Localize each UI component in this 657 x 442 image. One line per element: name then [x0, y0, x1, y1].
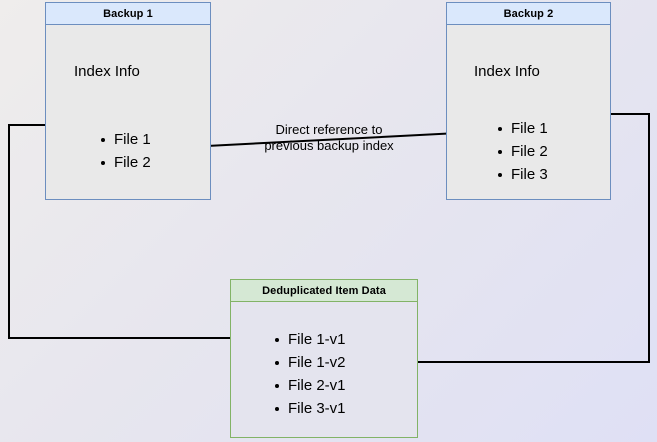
node-backup2-file-list: File 1 File 2 File 3	[497, 117, 548, 186]
node-deduplicated-title: Deduplicated Item Data	[231, 280, 417, 302]
edge-label-direct-reference: Direct reference to previous backup inde…	[264, 122, 394, 153]
node-backup2-title: Backup 2	[447, 3, 610, 25]
node-backup1-section-label: Index Info	[74, 63, 140, 80]
list-item: File 2-v1	[274, 374, 346, 397]
node-deduplicated-item-data[interactable]: Deduplicated Item Data File 1-v1 File 1-…	[230, 279, 418, 438]
node-backup1-file-list: File 1 File 2	[100, 128, 151, 174]
node-deduplicated-body: File 1-v1 File 1-v2 File 2-v1 File 3-v1	[231, 302, 417, 437]
node-backup1-body: Index Info File 1 File 2	[46, 25, 210, 199]
list-item: File 2	[100, 151, 151, 174]
node-backup2[interactable]: Backup 2 Index Info File 1 File 2 File 3	[446, 2, 611, 200]
list-item: File 1	[100, 128, 151, 151]
node-backup2-section-label: Index Info	[474, 63, 540, 80]
list-item: File 1-v2	[274, 351, 346, 374]
node-backup1[interactable]: Backup 1 Index Info File 1 File 2	[45, 2, 211, 200]
list-item: File 1-v1	[274, 328, 346, 351]
node-backup1-title: Backup 1	[46, 3, 210, 25]
list-item: File 2	[497, 140, 548, 163]
list-item: File 3	[497, 163, 548, 186]
node-backup2-body: Index Info File 1 File 2 File 3	[447, 25, 610, 199]
list-item: File 3-v1	[274, 397, 346, 420]
list-item: File 1	[497, 117, 548, 140]
node-deduplicated-file-list: File 1-v1 File 1-v2 File 2-v1 File 3-v1	[274, 328, 346, 420]
